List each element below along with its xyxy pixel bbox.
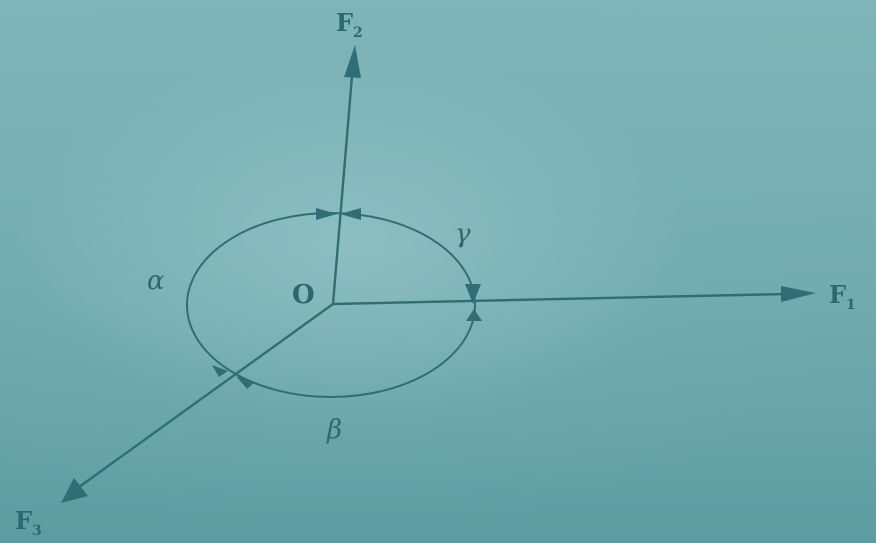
- f1-arrowhead: [781, 286, 816, 302]
- gamma-marker-left: [340, 208, 361, 220]
- alpha-marker-left: [316, 208, 337, 220]
- gamma-label: γ: [455, 219, 471, 249]
- gamma-marker-right: [465, 284, 481, 304]
- beta-marker-bottom: [236, 376, 255, 389]
- f2-arrowhead: [344, 45, 361, 78]
- f2-label: F2: [336, 8, 363, 41]
- alpha-marker-bottom: [212, 365, 228, 377]
- alpha-label: α: [147, 266, 165, 296]
- beta-marker-right: [466, 309, 482, 321]
- beta-label: β: [326, 415, 342, 445]
- origin-label: O: [292, 280, 315, 310]
- f2-arrow-shaft: [331, 74, 354, 306]
- f3-arrowhead: [61, 478, 88, 503]
- f3-arrow-shaft: [77, 302, 335, 489]
- f1-label: F1: [829, 280, 856, 313]
- f3-label: F3: [15, 506, 42, 539]
- f1-arrow-shaft: [331, 292, 788, 306]
